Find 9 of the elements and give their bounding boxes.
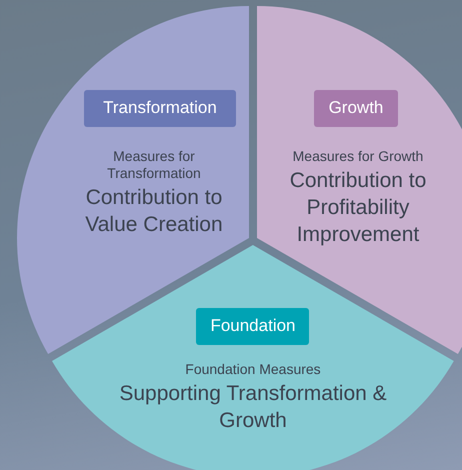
category-tag: Growth (314, 90, 398, 126)
sector-heading: Contribution to Profitability Improvement (288, 168, 428, 248)
category-tag: Transformation (84, 90, 236, 126)
sector-heading: Supporting Transformation & Growth (118, 381, 388, 434)
sector-subtitle: Measures for Growth (292, 148, 424, 165)
sector-heading: Contribution to Value Creation (84, 185, 224, 238)
sector-subtitle: Measures for Transformation (106, 148, 202, 182)
category-tag: Foundation (196, 308, 310, 344)
sector-subtitle: Foundation Measures (184, 361, 322, 378)
